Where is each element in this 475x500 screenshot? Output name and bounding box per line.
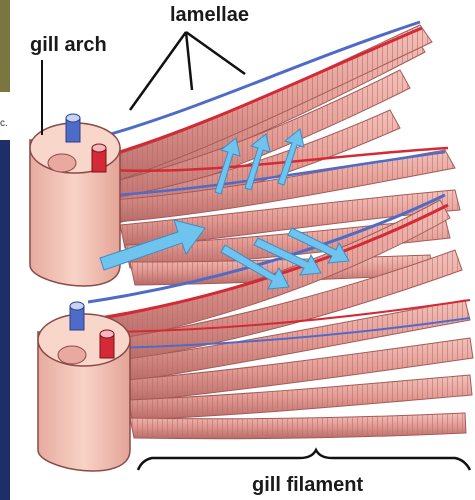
edge-caption-fragment: c.	[0, 118, 8, 129]
lamellae-label: lamellae	[170, 4, 249, 27]
gill-arch-label: gill arch	[30, 34, 107, 57]
gill-filament-bracket	[138, 450, 470, 470]
photo-strip-top	[0, 0, 10, 92]
gill-filament-label: gill filament	[252, 474, 363, 497]
lamellae-leader-lines	[130, 32, 245, 110]
photo-strip-bottom	[0, 140, 10, 500]
lower-gill-arch	[38, 302, 130, 471]
